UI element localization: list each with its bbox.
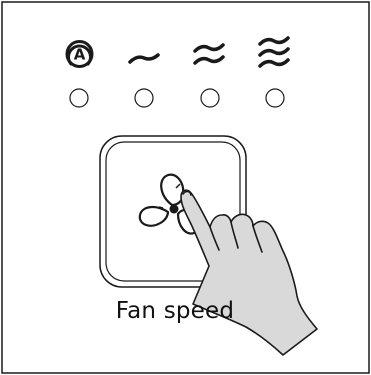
auto-indicator-led bbox=[70, 89, 88, 107]
single-wave-icon bbox=[130, 55, 158, 62]
high-indicator-led bbox=[266, 89, 284, 107]
double-wave-icon bbox=[195, 45, 223, 63]
fan-speed-label: Fan speed bbox=[0, 298, 350, 324]
auto-mode-letter: A bbox=[74, 46, 86, 64]
medium-indicator-led bbox=[201, 89, 219, 107]
auto-mode-icon: A bbox=[67, 41, 92, 67]
low-indicator-led bbox=[135, 89, 153, 107]
triple-wave-icon bbox=[260, 38, 288, 66]
